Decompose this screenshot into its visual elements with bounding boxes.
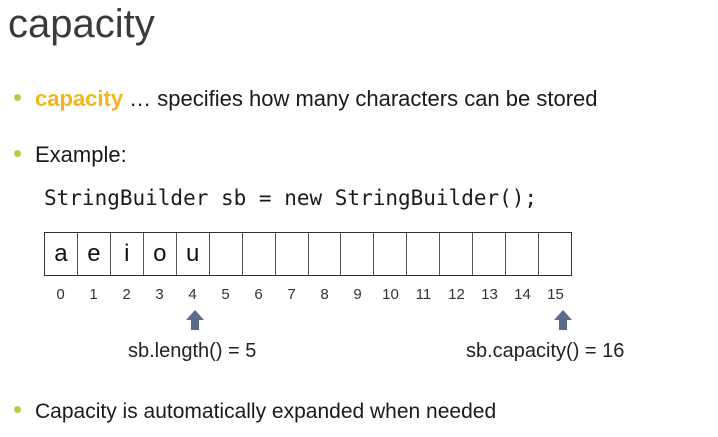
array-index-label: 12 — [448, 286, 465, 303]
array-cell — [374, 233, 408, 275]
bullet-example: Example: — [14, 142, 127, 168]
bullet-capacity-definition: capacity … specifies how many characters… — [14, 86, 598, 112]
code-snippet: StringBuilder sb = new StringBuilder(); — [44, 186, 538, 210]
array-index-label: 5 — [221, 286, 230, 303]
capacity-caption: sb.capacity() = 16 — [466, 340, 625, 362]
array-cell: u — [177, 233, 210, 275]
array-index-label: 14 — [514, 286, 531, 303]
capacity-keyword: capacity — [35, 86, 124, 111]
array-index-label: 6 — [254, 286, 263, 303]
array-index-label: 9 — [353, 286, 362, 303]
array-cell — [210, 233, 243, 275]
array-index-label: 4 — [188, 286, 197, 303]
array-cell — [539, 233, 571, 275]
slide-title: capacity — [8, 2, 155, 46]
array-index-label: 2 — [122, 286, 131, 303]
bullet-dot-icon — [14, 405, 21, 413]
capacity-definition-text: … specifies how many characters can be s… — [123, 86, 598, 111]
array-cell: e — [78, 233, 111, 275]
array-index-label: 8 — [320, 286, 329, 303]
array-cell — [473, 233, 507, 275]
array-index-label: 13 — [481, 286, 498, 303]
array-cell — [243, 233, 276, 275]
bullet-auto-expand: Capacity is automatically expanded when … — [14, 400, 496, 424]
array-cell — [276, 233, 309, 275]
array-index-label: 0 — [56, 286, 65, 303]
array-index-label: 7 — [287, 286, 296, 303]
array-cell: o — [144, 233, 177, 275]
array-index-label: 1 — [89, 286, 98, 303]
auto-expand-text: Capacity is automatically expanded when … — [35, 400, 497, 423]
array-index-label: 11 — [415, 286, 432, 303]
length-caption: sb.length() = 5 — [128, 340, 257, 362]
array-index-label: 15 — [547, 286, 564, 303]
array-index-label: 3 — [155, 286, 164, 303]
bullet-dot-icon — [14, 149, 21, 157]
length-arrow-icon — [186, 310, 204, 330]
array-cell — [309, 233, 342, 275]
array-cell — [506, 233, 540, 275]
array-cell: i — [111, 233, 144, 275]
array-cell: a — [45, 233, 78, 275]
array-cell — [341, 233, 375, 275]
example-label: Example: — [35, 142, 127, 167]
array-cell — [407, 233, 441, 275]
array-cell — [440, 233, 474, 275]
capacity-arrow-icon — [554, 310, 572, 330]
array-index-label: 10 — [382, 286, 399, 303]
bullet-dot-icon — [14, 93, 21, 101]
